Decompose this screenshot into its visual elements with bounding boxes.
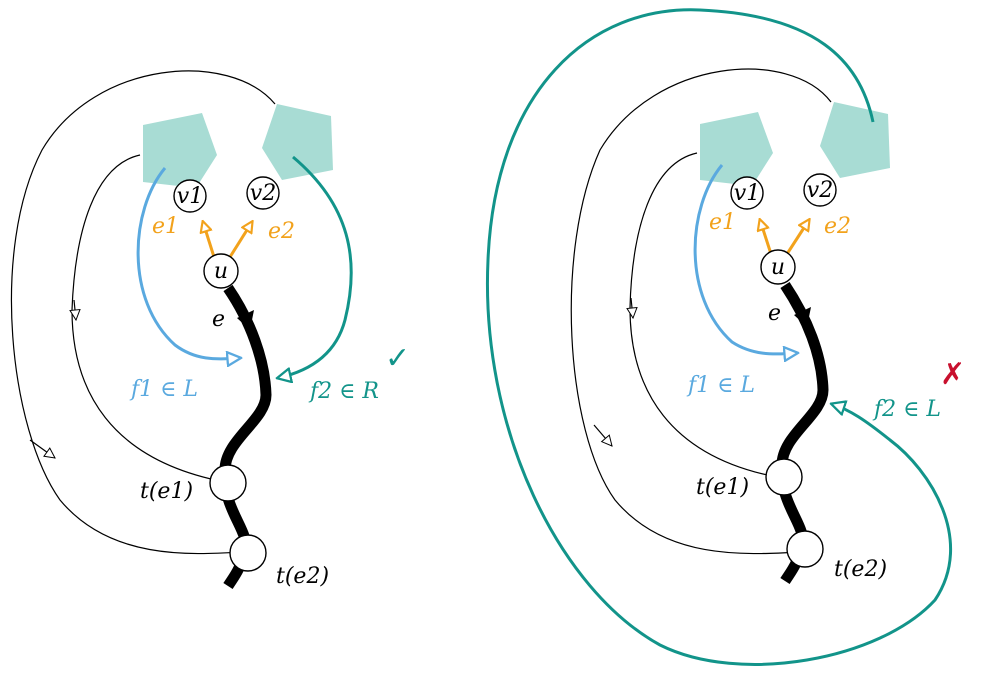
left-label-v1: v1 [177, 184, 203, 209]
left-label-e1: e1 [152, 214, 179, 239]
left-outer-cycle [10, 70, 276, 555]
right-region-2 [820, 102, 890, 178]
left-node-v2 [246, 176, 280, 210]
right-label-t1: t(e1) [696, 475, 749, 500]
right-f1-path [693, 164, 797, 354]
left-label-u: u [214, 259, 228, 284]
left-outer-cycle-arrow [29, 439, 55, 458]
right-node-u [760, 249, 796, 285]
left-label-f2: f2 ∈ R [308, 379, 379, 404]
left-region-1 [143, 113, 217, 188]
left-region-2 [262, 104, 333, 180]
right-edge-e2 [785, 220, 809, 255]
left-label-e2: e2 [268, 219, 295, 244]
right-edge-e1 [760, 220, 773, 255]
right-cross-mark: ✗ [940, 357, 965, 392]
left-node-v1 [173, 179, 207, 213]
right-node-v1 [730, 176, 764, 210]
right-label-e: e [768, 301, 781, 326]
right-node-v2 [803, 173, 837, 207]
right-label-f2: f2 ∈ L [872, 397, 941, 422]
left-label-f1: f1 ∈ L [129, 377, 198, 402]
left-node-t2 [229, 534, 267, 572]
right-outer-cycle-arrow [593, 424, 612, 446]
right-label-f1: f1 ∈ L [686, 373, 755, 398]
right-label-t2: t(e2) [834, 557, 887, 582]
right-region-1 [700, 112, 773, 186]
left-inner-cycle-arrow [74, 299, 76, 320]
left-f1-path [136, 167, 240, 359]
right-label-e2: e2 [824, 214, 851, 239]
left-edge-e-arrowhead [237, 310, 254, 330]
left-label-t1: t(e1) [140, 479, 193, 504]
left-label-v2: v2 [250, 181, 276, 206]
right-outer-cycle [570, 68, 832, 555]
left-edge-e1 [203, 222, 216, 258]
left-node-t1 [209, 464, 247, 502]
left-f2-path [278, 155, 353, 378]
right-label-v2: v2 [807, 178, 833, 203]
right-node-t2 [786, 530, 824, 568]
left-label-e: e [212, 307, 225, 332]
left-label-t2: t(e2) [276, 564, 329, 589]
right-node-t1 [765, 458, 803, 496]
left-panel: v1 v2 u e e1 e2 f1 ∈ L f2 ∈ R t(e1) t(e2… [10, 70, 410, 589]
right-label-v1: v1 [734, 181, 760, 206]
right-edge-e-arrowhead [794, 307, 811, 327]
right-inner-cycle-arrow [631, 297, 633, 318]
left-check-mark: ✓ [385, 341, 410, 376]
right-label-u: u [771, 255, 785, 280]
right-label-e1: e1 [709, 210, 736, 235]
right-big-loop [485, 8, 953, 666]
left-edge-e2 [228, 222, 252, 258]
left-node-u [203, 253, 239, 289]
right-panel: v1 v2 u e e1 e2 f1 ∈ L f2 ∈ L t(e1) t(e2… [485, 8, 965, 666]
